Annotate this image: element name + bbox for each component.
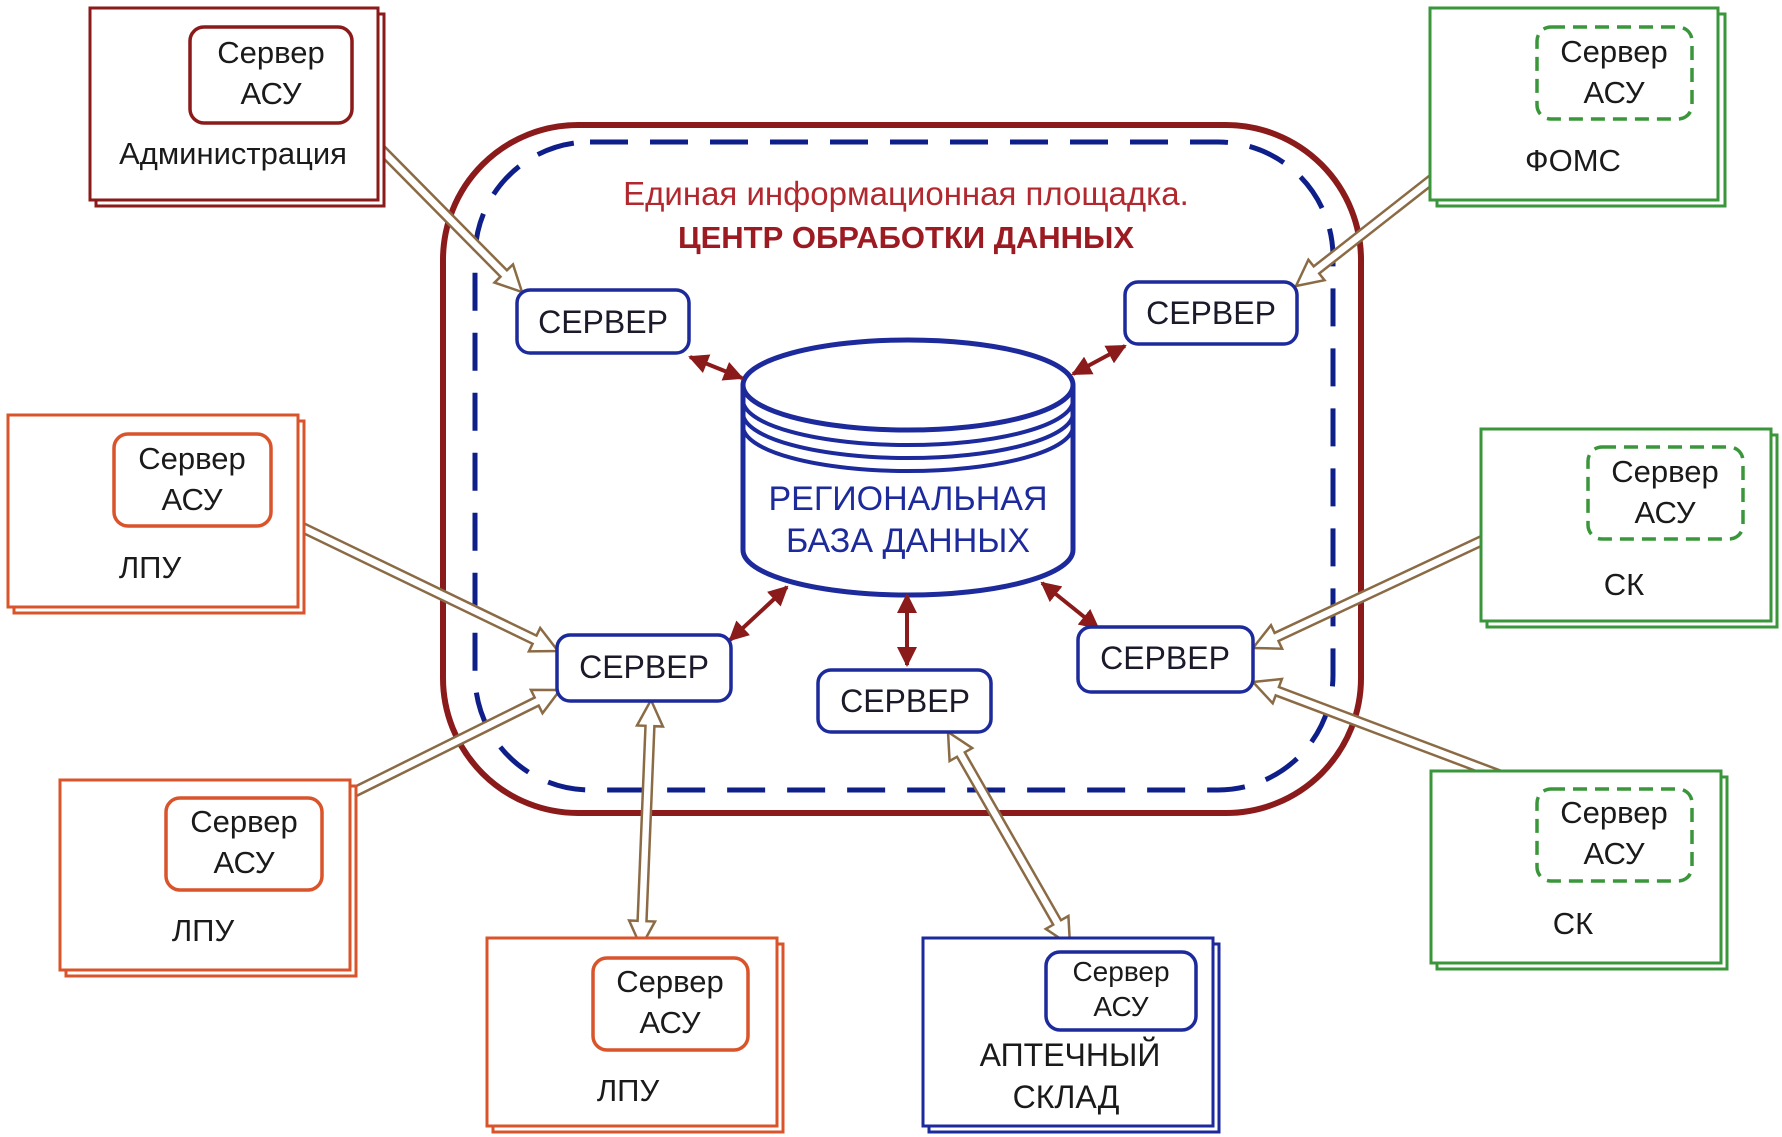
sk-2-server-line1: Сервер [1560,795,1667,830]
regional-database: РЕГИОНАЛЬНАЯ БАЗА ДАННЫХ [740,337,1076,598]
foms-server-line1: Сервер [1560,34,1667,69]
db-link-top-left [688,354,744,381]
lpu-3-label: ЛПУ [597,1073,660,1108]
pharmacy-label-line2: СКЛАД [1013,1079,1120,1115]
sk-1-label: СК [1604,567,1644,602]
server-bottom-center-label: СЕРВЕР [840,683,970,719]
link-lpu-3 [627,697,665,950]
server-top-left[interactable]: СЕРВЕР [515,288,691,355]
server-bottom-left-label: СЕРВЕР [579,649,709,685]
lpu-1-server-line1: Сервер [138,441,245,476]
sk-2-server-line2: АСУ [1583,836,1644,871]
foms-label: ФОМС [1525,143,1621,178]
sk-2-label: СК [1553,906,1593,941]
client-pharmacy-warehouse[interactable]: Сервер АСУ АПТЕЧНЫЙ СКЛАД [921,936,1221,1134]
server-top-right[interactable]: СЕРВЕР [1123,280,1299,346]
database-links [688,344,1127,667]
administration-server-line1: Сервер [217,35,324,70]
lpu-2-server-line2: АСУ [213,845,274,880]
client-sk-2[interactable]: Сервер АСУ СК [1429,769,1729,971]
lpu-1-server-line2: АСУ [161,482,222,517]
client-sk-1[interactable]: Сервер АСУ СК [1479,427,1779,629]
lpu-3-server-line1: Сервер [616,964,723,999]
pharmacy-server-line2: АСУ [1093,991,1148,1022]
link-lpu-1 [267,510,561,653]
client-administration[interactable]: Сервер АСУ Администрация [88,6,386,208]
server-bottom-center[interactable]: СЕРВЕР [816,668,993,734]
client-lpu-1[interactable]: Сервер АСУ ЛПУ [6,413,306,615]
database-label-line2: БАЗА ДАННЫХ [786,522,1030,560]
pharmacy-server-line1: Сервер [1072,956,1169,987]
db-link-top-right [1071,344,1127,376]
sk-1-server-line2: АСУ [1634,495,1695,530]
foms-server-line2: АСУ [1583,75,1644,110]
data-center-outer-border [440,122,1364,816]
administration-server-line2: АСУ [240,76,301,111]
client-lpu-2[interactable]: Сервер АСУ ЛПУ [58,778,358,978]
data-center-subtitle: Единая информационная площадка. [623,175,1189,212]
client-foms[interactable]: Сервер АСУ ФОМС [1428,6,1727,208]
sk-1-server-line1: Сервер [1611,454,1718,489]
data-center-title: ЦЕНТР ОБРАБОТКИ ДАННЫХ [678,220,1134,255]
server-bottom-right[interactable]: СЕРВЕР [1076,625,1255,694]
lpu-1-label: ЛПУ [119,550,182,585]
lpu-2-server-line1: Сервер [190,804,297,839]
data-center-dashed-border [472,139,1336,793]
server-bottom-left[interactable]: СЕРВЕР [555,633,733,703]
db-link-bottom-left [728,585,789,642]
lpu-2-label: ЛПУ [172,913,235,948]
lpu-3-server-line2: АСУ [639,1005,700,1040]
administration-label: Администрация [119,136,347,171]
database-label-line1: РЕГИОНАЛЬНАЯ [768,480,1047,518]
server-top-left-label: СЕРВЕР [538,304,668,340]
link-pharmacy [946,729,1072,948]
server-bottom-right-label: СЕРВЕР [1100,640,1230,676]
client-lpu-3[interactable]: Сервер АСУ ЛПУ [485,936,785,1134]
pharmacy-label-line1: АПТЕЧНЫЙ [980,1037,1161,1073]
db-link-bottom-right [1040,581,1100,630]
server-top-right-label: СЕРВЕР [1146,295,1276,331]
